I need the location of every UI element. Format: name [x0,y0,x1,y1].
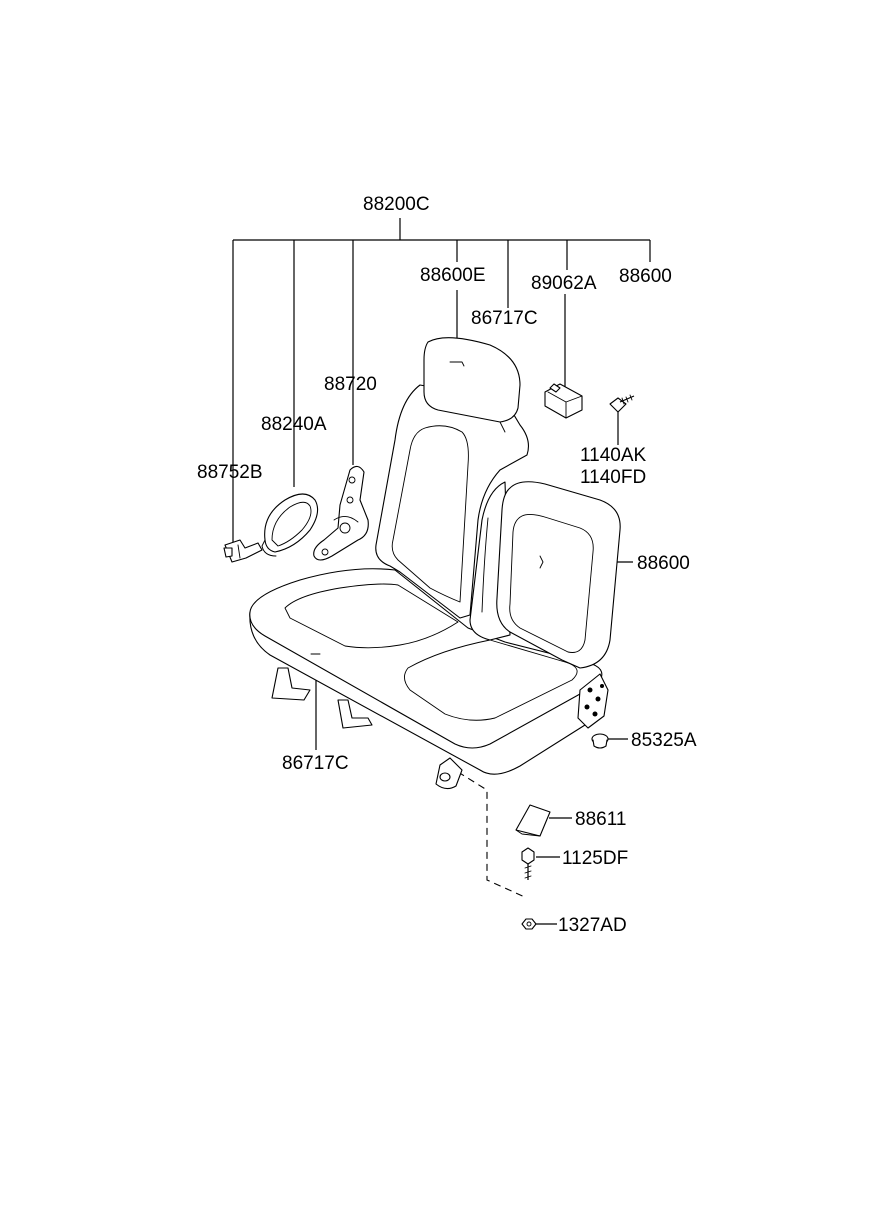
side-back-panel [496,481,621,669]
label-88752B: 88752B [197,462,263,483]
label-85325A: 85325A [631,730,697,751]
label-88600-top: 88600 [619,266,672,287]
label-88600E: 88600E [420,265,486,286]
seatback-inner-panel [391,425,469,603]
label-86717C-bottom: 86717C [282,753,349,774]
label-88240A: 88240A [261,414,327,435]
seat-leg-middle [337,699,373,729]
part-88720-recliner [313,465,369,561]
part-1125DF-bolt [521,847,535,880]
seat-center-panel [284,583,459,649]
seat-front-panel [404,639,578,721]
part-88752B-clip [223,539,263,563]
part-89062A-clip [544,383,583,419]
seat-cushion-top [249,568,603,749]
headrest [423,337,521,423]
label-1140FD: 1140FD [580,467,646,488]
seat-leg-left [271,667,311,701]
side-hinge-cover [577,673,609,729]
part-88240A-cover [261,493,319,557]
side-back-inner-panel [509,513,594,653]
part-labels: 88200C 88600E 86717C 89062A 88600 88720 … [197,194,697,936]
seat-foot-bracket [435,757,463,790]
label-86717C-top: 86717C [471,308,538,329]
part-1140AK-screw [609,394,635,413]
label-1125DF: 1125DF [562,848,628,869]
label-1327AD: 1327AD [558,915,627,936]
part-85325A-cap [591,733,609,749]
seatback [375,384,529,619]
label-1140AK: 1140AK [580,445,647,466]
part-1327AD-nut [521,918,537,930]
label-88200C: 88200C [363,194,430,215]
label-88611: 88611 [575,809,626,830]
label-89062A: 89062A [531,273,597,294]
label-88600-right: 88600 [637,553,690,574]
label-88720: 88720 [324,374,377,395]
part-88611-cover [515,804,551,837]
seat-assembly [249,337,621,790]
